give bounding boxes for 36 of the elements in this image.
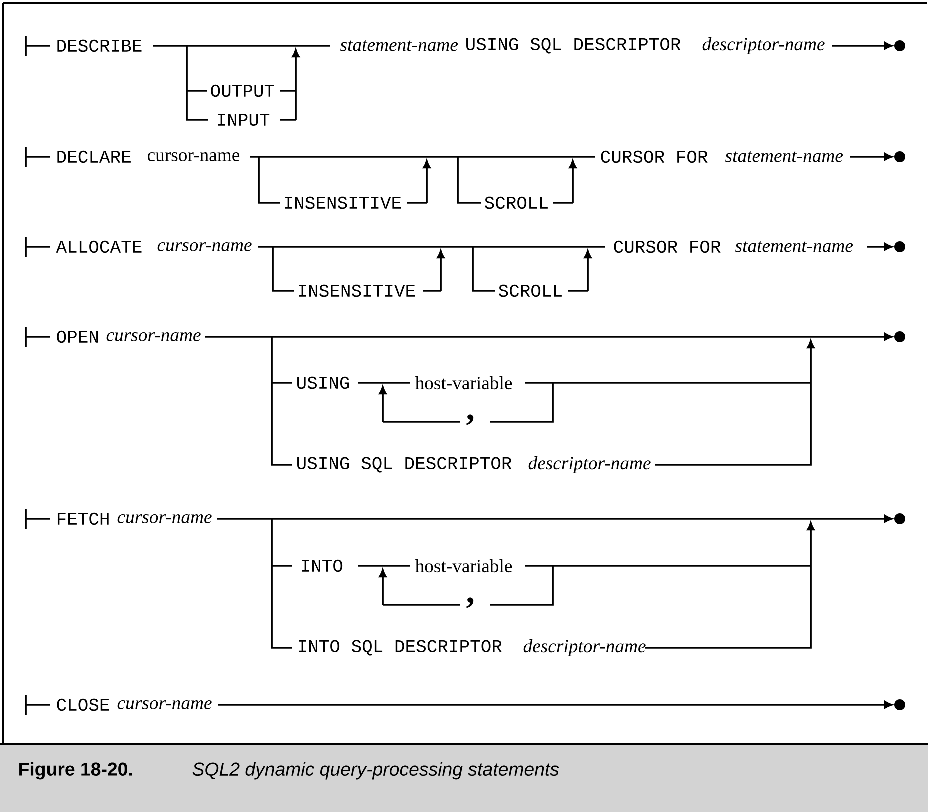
placeholder-text: cursor-name: [118, 700, 212, 710]
keyword-text: USING: [298, 376, 350, 390]
keyword-text: ALLOCATE: [56, 240, 142, 254]
keyword-text: OPEN: [57, 330, 98, 344]
comma-text: ,: [466, 414, 474, 426]
keyword-text: USING SQL DESCRIPTOR: [466, 38, 681, 54]
keyword-text: DESCRIBE: [58, 40, 142, 52]
placeholder-text: host-variable: [415, 559, 512, 573]
placeholder-text: cursor-name: [118, 514, 212, 524]
placeholder-text: statement-name: [726, 152, 844, 162]
caption-text: SQL2 dynamic query-processing statements: [192, 762, 560, 780]
placeholder-text: cursor-name: [158, 242, 252, 252]
keyword-text: INTO: [302, 560, 343, 572]
keyword-text: OUTPUT: [211, 84, 274, 98]
keyword-text: CURSOR FOR: [601, 150, 708, 164]
keyword-text: INPUT: [218, 114, 270, 126]
placeholder-text: descriptor-name: [524, 640, 646, 656]
comma-text: ,: [466, 598, 474, 608]
placeholder-text: cursor-name: [148, 152, 240, 162]
keyword-text: INSENSITIVE: [285, 196, 402, 210]
placeholder-text: statement-name: [340, 40, 458, 52]
keyword-text: INTO SQL DESCRIPTOR: [299, 640, 502, 656]
keyword-text: SCROLL: [484, 196, 548, 210]
keyword-text: INSENSITIVE: [299, 284, 416, 298]
keyword-text: CURSOR FOR: [614, 240, 721, 254]
placeholder-text: host-variable: [415, 376, 512, 390]
figure-number: Figure 18-20.: [20, 762, 132, 780]
placeholder-text: cursor-name: [106, 332, 201, 342]
keyword-text: DECLARE: [58, 150, 131, 164]
keyword-text: CLOSE: [57, 698, 110, 712]
placeholder-text: descriptor-name: [702, 38, 825, 54]
placeholder-text: statement-name: [736, 242, 854, 252]
placeholder-text: descriptor-name: [528, 456, 651, 474]
keyword-text: USING SQL DESCRIPTOR: [298, 457, 512, 473]
keyword-text: FETCH: [58, 512, 109, 526]
keyword-text: SCROLL: [498, 284, 562, 298]
